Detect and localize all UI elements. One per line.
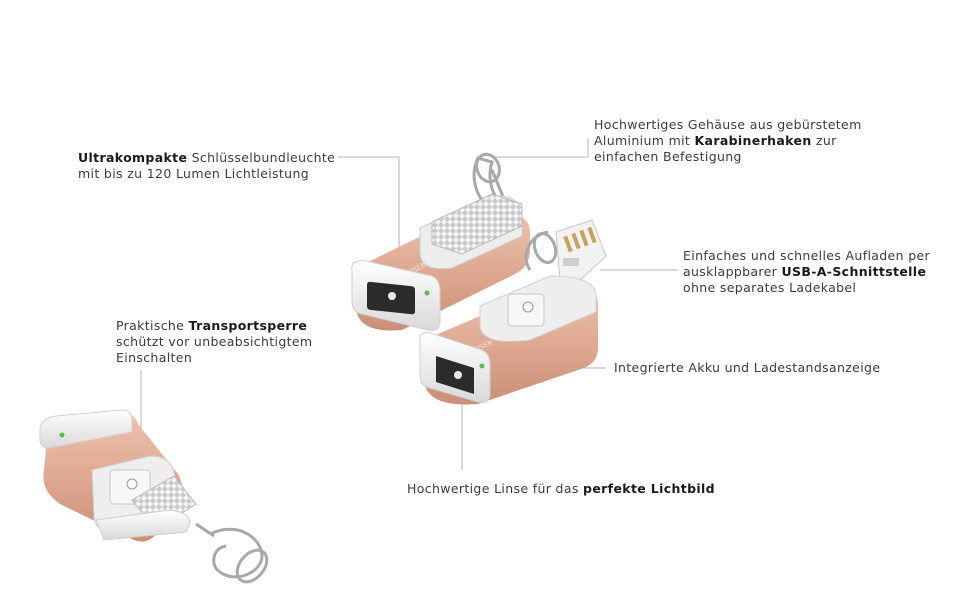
callout-akku: Integrierte Akku und Ladestandsanzeige [614, 360, 880, 376]
callout-bold: Transportsperre [188, 318, 308, 333]
callout-text: Einfaches und schnelles Aufladen per [683, 248, 931, 263]
callout-text: einfachen Befestigung [594, 149, 742, 164]
callout-text: Einschalten [116, 350, 193, 365]
callout-linse: Hochwertige Linse für das perfekte Licht… [407, 481, 715, 497]
callout-text: Hochwertige Linse für das [407, 481, 584, 496]
callout-bold: Karabinerhaken [694, 133, 812, 148]
callout-text: zur [811, 133, 837, 148]
callout-text: Praktische [116, 318, 189, 333]
carabiner-icon [195, 522, 269, 584]
callout-aufladen: Einfaches und schnelles Aufladen per aus… [683, 248, 930, 296]
callout-text: mit bis zu 120 Lumen Lichtleistung [78, 166, 309, 181]
callout-text: Hochwertiges Gehäuse aus gebürstetem [594, 117, 862, 132]
callout-bold: perfekte Lichtbild [583, 481, 715, 496]
callout-text: Integrierte Akku und Ladestandsanzeige [614, 360, 881, 375]
callout-bold: Ultrakompakte [78, 150, 188, 165]
power-icon [522, 301, 534, 313]
callout-text: Schlüsselbundleuchte [187, 150, 336, 165]
callout-ultrakompakt: Ultrakompakte Schlüsselbundleuchte mit b… [78, 150, 335, 182]
callout-text: schützt vor unbeabsichtigtem [116, 334, 313, 349]
carabiner-icon [524, 230, 558, 271]
callout-text: Aluminium mit [594, 133, 695, 148]
keylight-transport-lock: LEDLENSER [39, 409, 269, 584]
callout-transportsperre: Praktische Transportsperre schützt vor u… [116, 318, 312, 366]
callout-text: ausklappbarer [683, 264, 782, 279]
callout-gehaeuse: Hochwertiges Gehäuse aus gebürstetem Alu… [594, 117, 862, 165]
callout-bold: USB-A-Schnittstelle [781, 264, 927, 279]
keylight-usb-open: LEDLENSER [419, 219, 607, 405]
leader-lines [140, 138, 678, 470]
charge-led-icon [424, 290, 430, 296]
callout-text: ohne separates Ladekabel [683, 280, 857, 295]
keylight-closed: LEDLENSER [351, 152, 531, 331]
